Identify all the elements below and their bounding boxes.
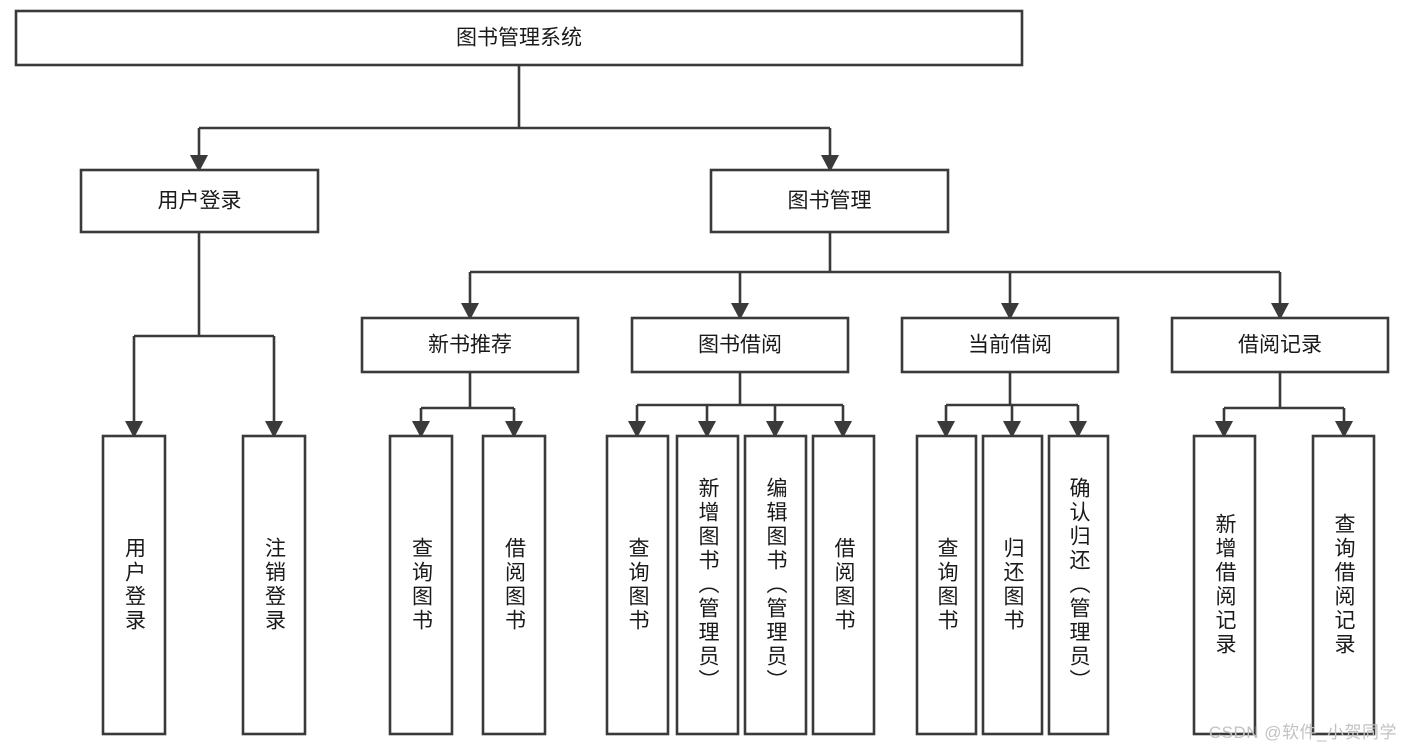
leaf-box-add-book[interactable] <box>675 434 740 736</box>
node-book-borrow[interactable]: 图书借阅 <box>630 316 850 374</box>
node-book-borrow-label: 图书借阅 <box>698 334 782 357</box>
node-user-login[interactable]: 用户登录 <box>79 168 320 234</box>
node-user-login-label: 用户登录 <box>158 190 242 213</box>
node-current-borrow-label: 当前借阅 <box>968 334 1052 357</box>
leaf-box-confirm-return[interactable] <box>1047 434 1110 736</box>
leaf-box-user-login[interactable] <box>101 434 167 736</box>
leaf-box-edit-book[interactable] <box>743 434 808 736</box>
leaf-box-query-record[interactable] <box>1311 434 1376 736</box>
node-root[interactable]: 图书管理系统 <box>14 9 1024 67</box>
node-root-label: 图书管理系统 <box>456 27 582 50</box>
node-new-book-recommend[interactable]: 新书推荐 <box>360 316 580 374</box>
connector-layer <box>125 65 1353 438</box>
leaf-box-return-book[interactable] <box>981 434 1044 736</box>
leaf-box-add-record[interactable] <box>1192 434 1257 736</box>
node-book-management[interactable]: 图书管理 <box>709 168 950 234</box>
csdn-watermark: CSDN @软件_小贺同学 <box>1208 723 1397 742</box>
node-new-book-recommend-label: 新书推荐 <box>428 334 512 357</box>
node-book-management-label: 图书管理 <box>788 190 872 213</box>
leaf-boxes <box>101 434 1376 736</box>
leaf-box-logout[interactable] <box>241 434 307 736</box>
node-borrow-record-label: 借阅记录 <box>1238 334 1322 357</box>
node-current-borrow[interactable]: 当前借阅 <box>900 316 1120 374</box>
leaf-box-query-book-bb[interactable] <box>605 434 670 736</box>
leaf-box-query-book-cb[interactable] <box>915 434 978 736</box>
node-borrow-record[interactable]: 借阅记录 <box>1170 316 1390 374</box>
leaf-box-borrow-book-nb[interactable] <box>481 434 547 736</box>
leaf-box-query-book-nb[interactable] <box>388 434 454 736</box>
leaf-box-borrow-book-bb[interactable] <box>811 434 876 736</box>
